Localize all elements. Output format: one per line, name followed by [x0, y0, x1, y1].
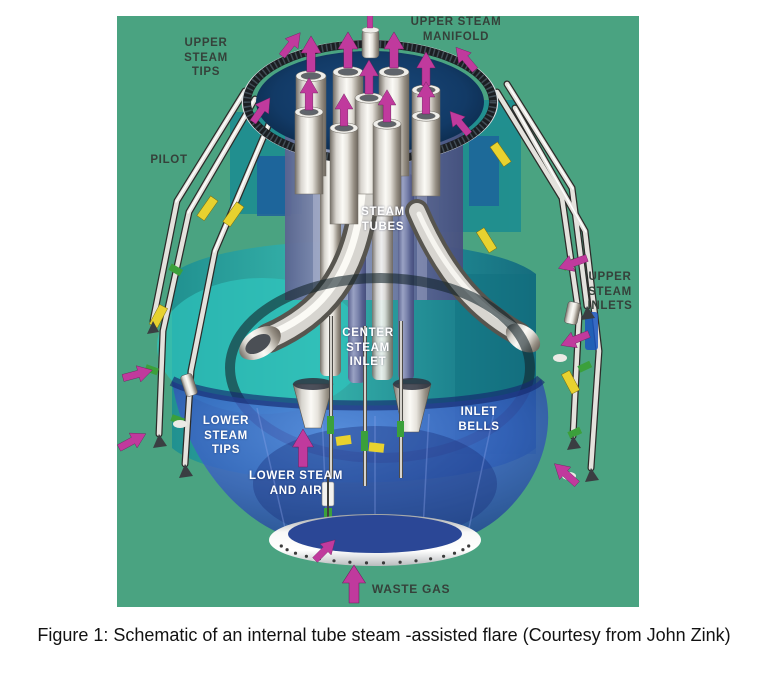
inlet-bells-and-rods — [292, 316, 432, 559]
steam-tube-tips — [294, 66, 441, 225]
figure-caption: Figure 1: Schematic of an internal tube … — [37, 625, 731, 645]
flare-schematic-figure — [117, 16, 639, 607]
riser-pipes-left — [144, 87, 273, 478]
bottom-flange — [269, 514, 481, 566]
lower-vessel — [169, 375, 549, 542]
waste-gas-arrow — [341, 564, 367, 604]
flare-illustration — [117, 16, 603, 604]
